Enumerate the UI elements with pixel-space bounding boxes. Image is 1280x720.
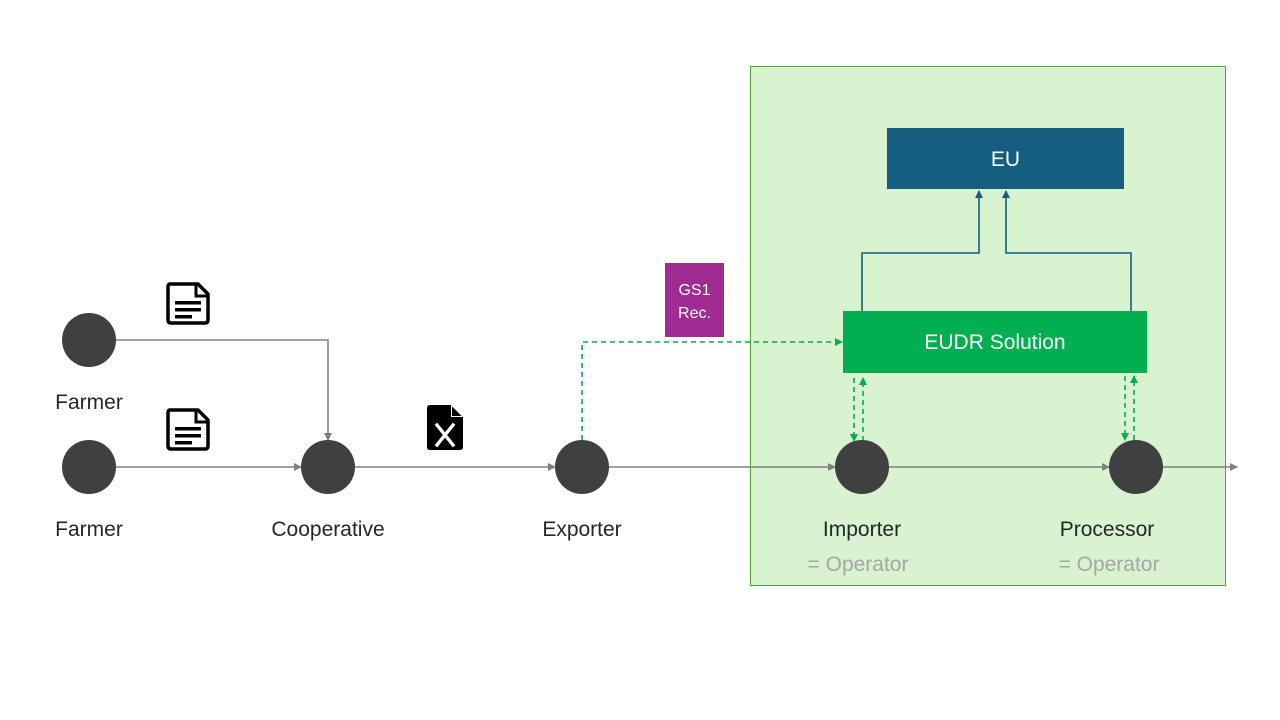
gs1-rec-label-line1: GS1 bbox=[678, 282, 710, 299]
node-farmer-bottom bbox=[62, 440, 116, 494]
node-importer bbox=[835, 440, 889, 494]
node-farmer-top bbox=[62, 313, 116, 367]
dashed-exporter-to-eudr bbox=[581, 338, 843, 440]
label-importer: Importer bbox=[822, 518, 902, 541]
document-icon bbox=[166, 282, 210, 325]
eudr-solution-box bbox=[843, 311, 1147, 373]
excel-file-icon bbox=[427, 405, 463, 450]
label-farmer-top: Farmer bbox=[55, 391, 123, 414]
eu-box-label: EU bbox=[991, 148, 1020, 171]
flow-farmer-top-to-cooperative bbox=[116, 339, 332, 441]
label-importer-role: = Operator bbox=[807, 553, 909, 576]
gs1-rec-label-line2: Rec. bbox=[678, 305, 711, 322]
label-exporter: Exporter bbox=[542, 518, 622, 541]
connector-eudr-left-to-eu bbox=[861, 190, 983, 311]
document-icon bbox=[166, 408, 210, 451]
eudr-solution-label: EUDR Solution bbox=[924, 331, 1065, 354]
label-cooperative: Cooperative bbox=[271, 518, 385, 541]
eu-box bbox=[887, 128, 1124, 189]
gs1-rec-box bbox=[665, 263, 724, 337]
node-exporter bbox=[555, 440, 609, 494]
label-processor-role: = Operator bbox=[1058, 553, 1160, 576]
node-cooperative bbox=[301, 440, 355, 494]
label-processor: Processor bbox=[1059, 518, 1155, 541]
label-farmer-bottom: Farmer bbox=[55, 518, 123, 541]
connector-eudr-right-to-eu bbox=[1002, 190, 1132, 311]
node-processor bbox=[1109, 440, 1163, 494]
